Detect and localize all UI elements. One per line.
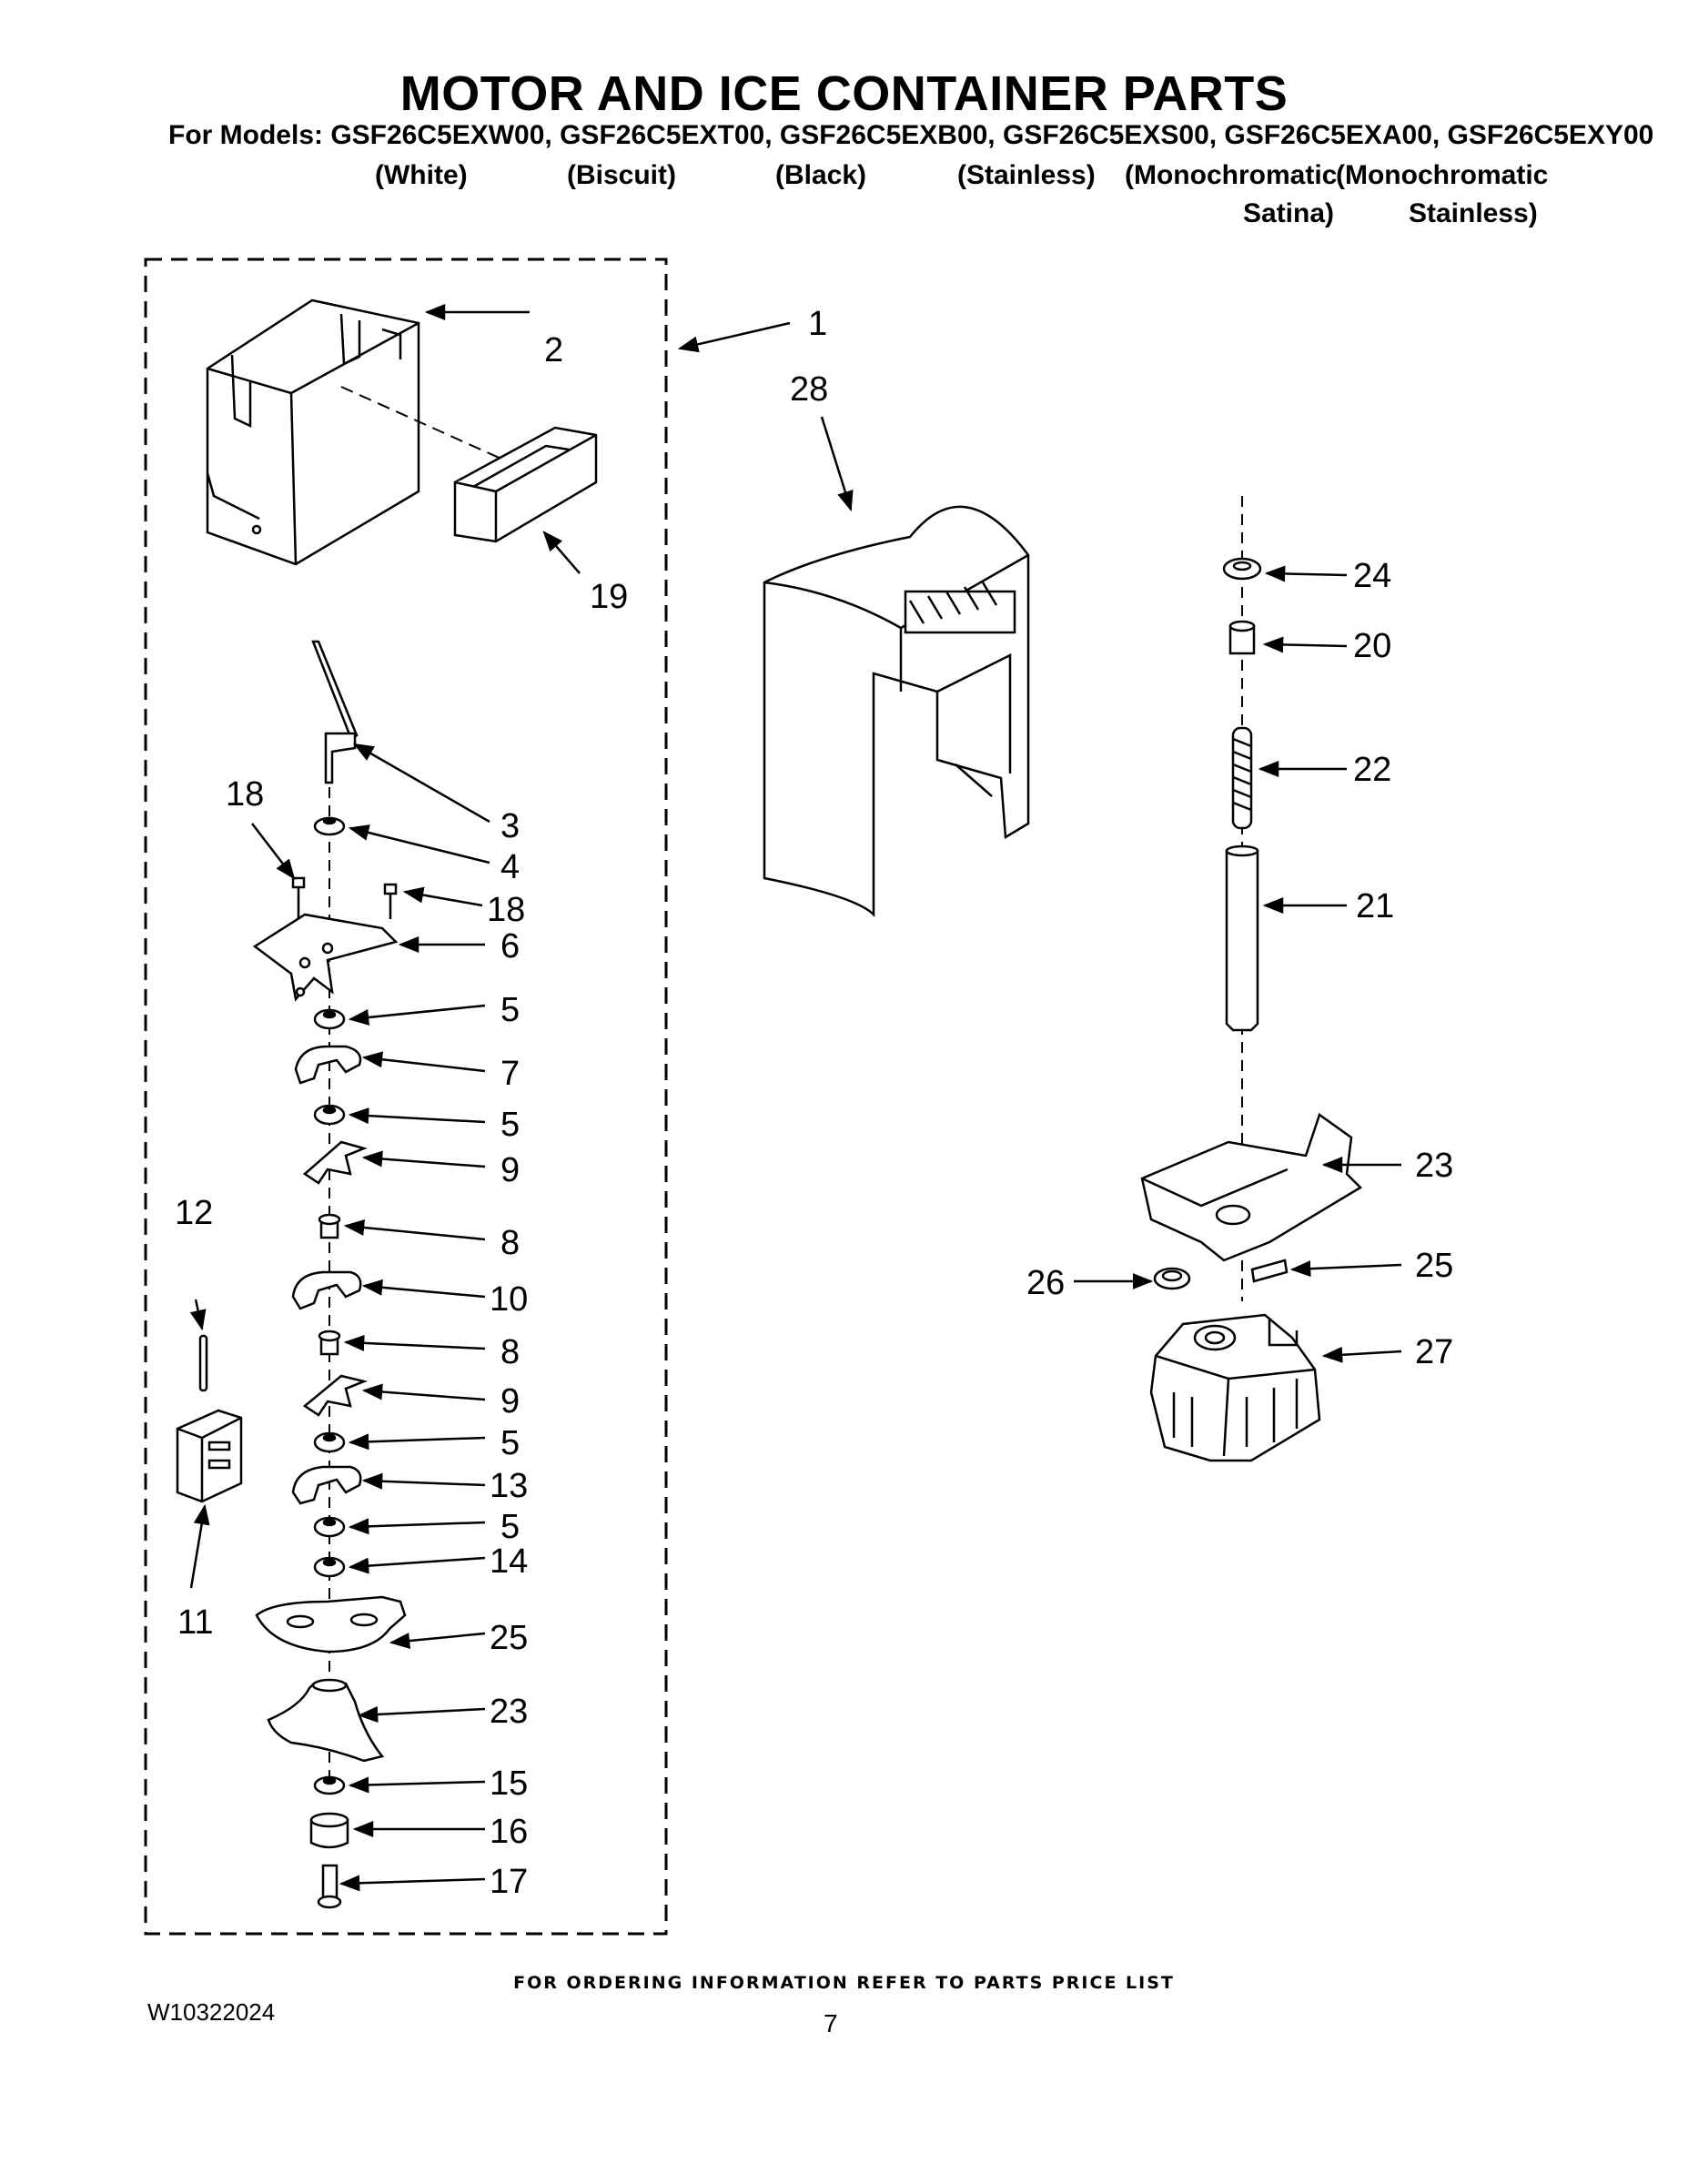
document-number: W10322024 xyxy=(147,1998,276,2026)
callout-13: 13 xyxy=(490,1467,528,1505)
callout-18-left: 18 xyxy=(226,775,264,814)
callout-20: 20 xyxy=(1353,627,1391,665)
callout-24: 24 xyxy=(1353,557,1391,595)
callout-5-c: 5 xyxy=(500,1424,520,1462)
variant-mono-a-line1: (Monochromatic xyxy=(1125,160,1338,190)
assembly-group-box xyxy=(144,258,668,1936)
variant-mono-b-line1: (Monochromatic xyxy=(1336,160,1549,190)
variant-mono-a-line2: Satina) xyxy=(1243,198,1335,228)
variant-biscuit: (Biscuit) xyxy=(567,160,676,190)
callout-9-b: 9 xyxy=(500,1382,520,1421)
callout-16: 16 xyxy=(490,1813,528,1851)
variant-stainless: (Stainless) xyxy=(957,160,1096,190)
callout-10: 10 xyxy=(490,1280,528,1319)
callout-6: 6 xyxy=(500,927,520,966)
spacer-8a xyxy=(318,1213,341,1239)
callout-18-right: 18 xyxy=(487,891,525,929)
washer-5c xyxy=(313,1431,346,1453)
callout-21: 21 xyxy=(1356,887,1394,925)
leader-lines xyxy=(189,304,1402,1892)
nut-16 xyxy=(309,1812,349,1849)
callout-22: 22 xyxy=(1353,751,1391,789)
callout-23-right: 23 xyxy=(1415,1147,1453,1185)
callout-labels: 1 2 28 19 3 18 4 18 6 5 7 5 9 12 8 10 8 … xyxy=(175,305,1453,1901)
ordering-note: FOR ORDERING INFORMATION REFER TO PARTS … xyxy=(513,1973,1175,1993)
coupler-20 xyxy=(1228,620,1256,655)
callout-7: 7 xyxy=(500,1055,520,1093)
motor-27 xyxy=(1149,1313,1321,1462)
callout-11: 11 xyxy=(177,1603,213,1642)
pad-25b xyxy=(1250,1259,1289,1283)
screw-18b xyxy=(383,883,398,919)
washer-4 xyxy=(313,816,346,836)
callout-28: 28 xyxy=(790,370,828,409)
callout-14: 14 xyxy=(490,1542,528,1581)
callout-12: 12 xyxy=(175,1194,213,1232)
crank-rod-part xyxy=(311,640,359,784)
callout-3: 3 xyxy=(500,807,520,845)
callout-25-left: 25 xyxy=(490,1619,528,1657)
callout-25-right: 25 xyxy=(1415,1247,1453,1285)
variant-black: (Black) xyxy=(775,160,867,190)
callout-26: 26 xyxy=(1026,1264,1065,1302)
variant-mono-b-line2: Stainless) xyxy=(1409,198,1538,228)
callout-8-a: 8 xyxy=(500,1224,520,1262)
variant-white: (White) xyxy=(375,160,468,190)
callout-27: 27 xyxy=(1415,1333,1453,1371)
callout-8-b: 8 xyxy=(500,1333,520,1371)
callout-5-a: 5 xyxy=(500,991,520,1029)
callout-5-b: 5 xyxy=(500,1106,520,1144)
callout-2: 2 xyxy=(544,331,563,369)
cam-7 xyxy=(294,1045,362,1085)
models-line: For Models: GSF26C5EXW00, GSF26C5EXT00, … xyxy=(168,120,1654,150)
blade-9b xyxy=(302,1374,369,1417)
spring-22 xyxy=(1231,726,1253,830)
washer-5a xyxy=(313,1008,346,1030)
pin-12 xyxy=(198,1334,208,1392)
callout-9-a: 9 xyxy=(500,1151,520,1189)
dispenser-cover-part xyxy=(763,505,1030,918)
washer-24 xyxy=(1222,557,1262,581)
callout-23-left: 23 xyxy=(490,1693,528,1731)
callout-1: 1 xyxy=(808,305,827,343)
paddle-23a xyxy=(267,1678,385,1763)
seal-26 xyxy=(1153,1267,1191,1290)
screw-17 xyxy=(317,1864,342,1909)
washer-15 xyxy=(313,1775,346,1795)
washer-14 xyxy=(313,1556,346,1578)
washer-5b xyxy=(313,1104,346,1126)
cam-13 xyxy=(291,1465,362,1505)
cam-10 xyxy=(291,1270,362,1310)
blade-9a xyxy=(302,1140,368,1185)
callout-15: 15 xyxy=(490,1764,528,1803)
spacer-8b xyxy=(318,1330,341,1356)
ice-bin-part xyxy=(206,298,420,566)
plate-25a xyxy=(255,1595,407,1653)
page-title: MOTOR AND ICE CONTAINER PARTS xyxy=(399,66,1289,121)
mounting-plate-6 xyxy=(252,913,399,1002)
screw-18a xyxy=(291,876,306,919)
callout-17: 17 xyxy=(490,1863,528,1901)
page-number: 7 xyxy=(824,2009,838,2037)
block-11 xyxy=(176,1409,243,1503)
callout-19: 19 xyxy=(590,578,628,616)
housing-23b xyxy=(1140,1112,1363,1262)
washer-5d xyxy=(313,1516,346,1538)
bin-bracket-part xyxy=(453,426,598,543)
shaft-21 xyxy=(1225,844,1259,1032)
callout-4: 4 xyxy=(500,848,520,886)
callout-5-d: 5 xyxy=(500,1508,520,1546)
